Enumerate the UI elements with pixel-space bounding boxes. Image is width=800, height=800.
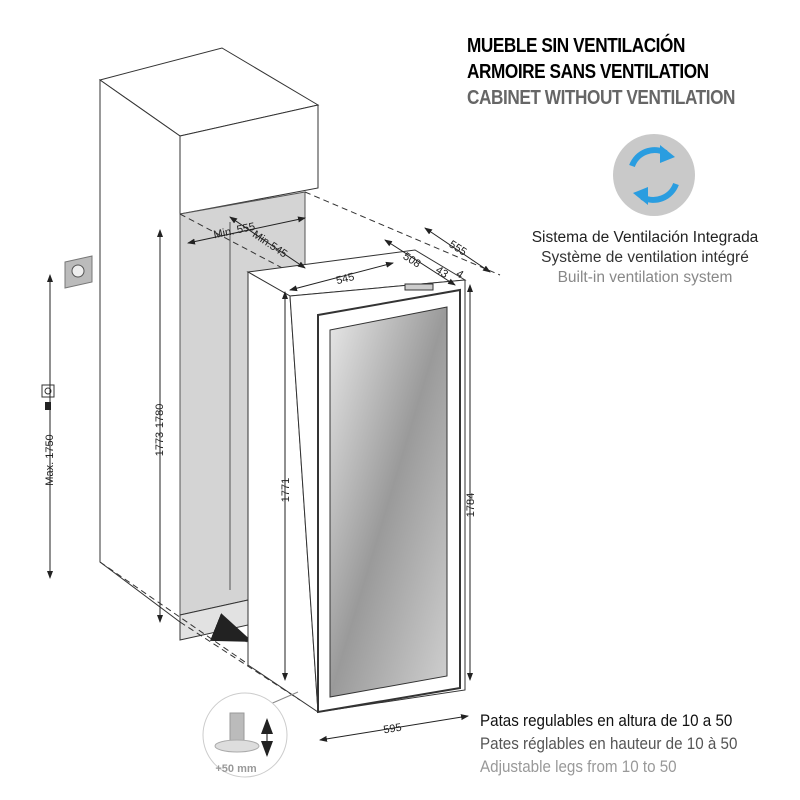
adjustable-leg-detail: +50 mm [202, 691, 299, 778]
cabinet-upper-front [179, 104, 319, 215]
title-spanish: MUEBLE SIN VENTILACIÓN [467, 35, 685, 57]
dim-43: 43 [433, 264, 450, 281]
door-glass [329, 306, 448, 698]
vent-text-english: Built-in ventilation system [557, 269, 733, 286]
dim-4: 4 [454, 268, 466, 281]
rotating-arrows-icon [613, 134, 695, 216]
leg-badge: +50 mm [215, 763, 256, 775]
dim-1773-1780: 1773-1780 [154, 404, 166, 457]
legs-text-french: Pates réglables en hauteur de 10 à 50 [480, 735, 738, 753]
title-french: ARMOIRE SANS VENTILATION [467, 61, 709, 83]
title-english: CABINET WITHOUT VENTILATION [467, 87, 736, 109]
wall-socket-icon [64, 255, 93, 289]
leg-thread-icon [229, 712, 245, 742]
airflow-arrow-icon [209, 613, 253, 643]
dim-1784: 1784 [465, 493, 477, 517]
legs-text-english: Adjustable legs from 10 to 50 [480, 758, 677, 776]
dim-1771: 1771 [280, 478, 292, 502]
dim-595: 595 [383, 722, 403, 737]
dim-545: 545 [335, 271, 356, 287]
vent-grille [404, 283, 434, 291]
cabinet-side [99, 79, 181, 623]
vent-text-spanish: Sistema de Ventilación Integrada [531, 229, 759, 246]
plug-icon [41, 384, 55, 410]
vent-text-french: Système de ventilation intégré [541, 249, 749, 266]
dim-max-1750: Max. 1750 [44, 434, 56, 485]
wine-cooler [246, 249, 467, 714]
legs-text-spanish: Patas regulables en altura de 10 a 50 [480, 712, 733, 730]
dimension-lines [47, 216, 491, 742]
